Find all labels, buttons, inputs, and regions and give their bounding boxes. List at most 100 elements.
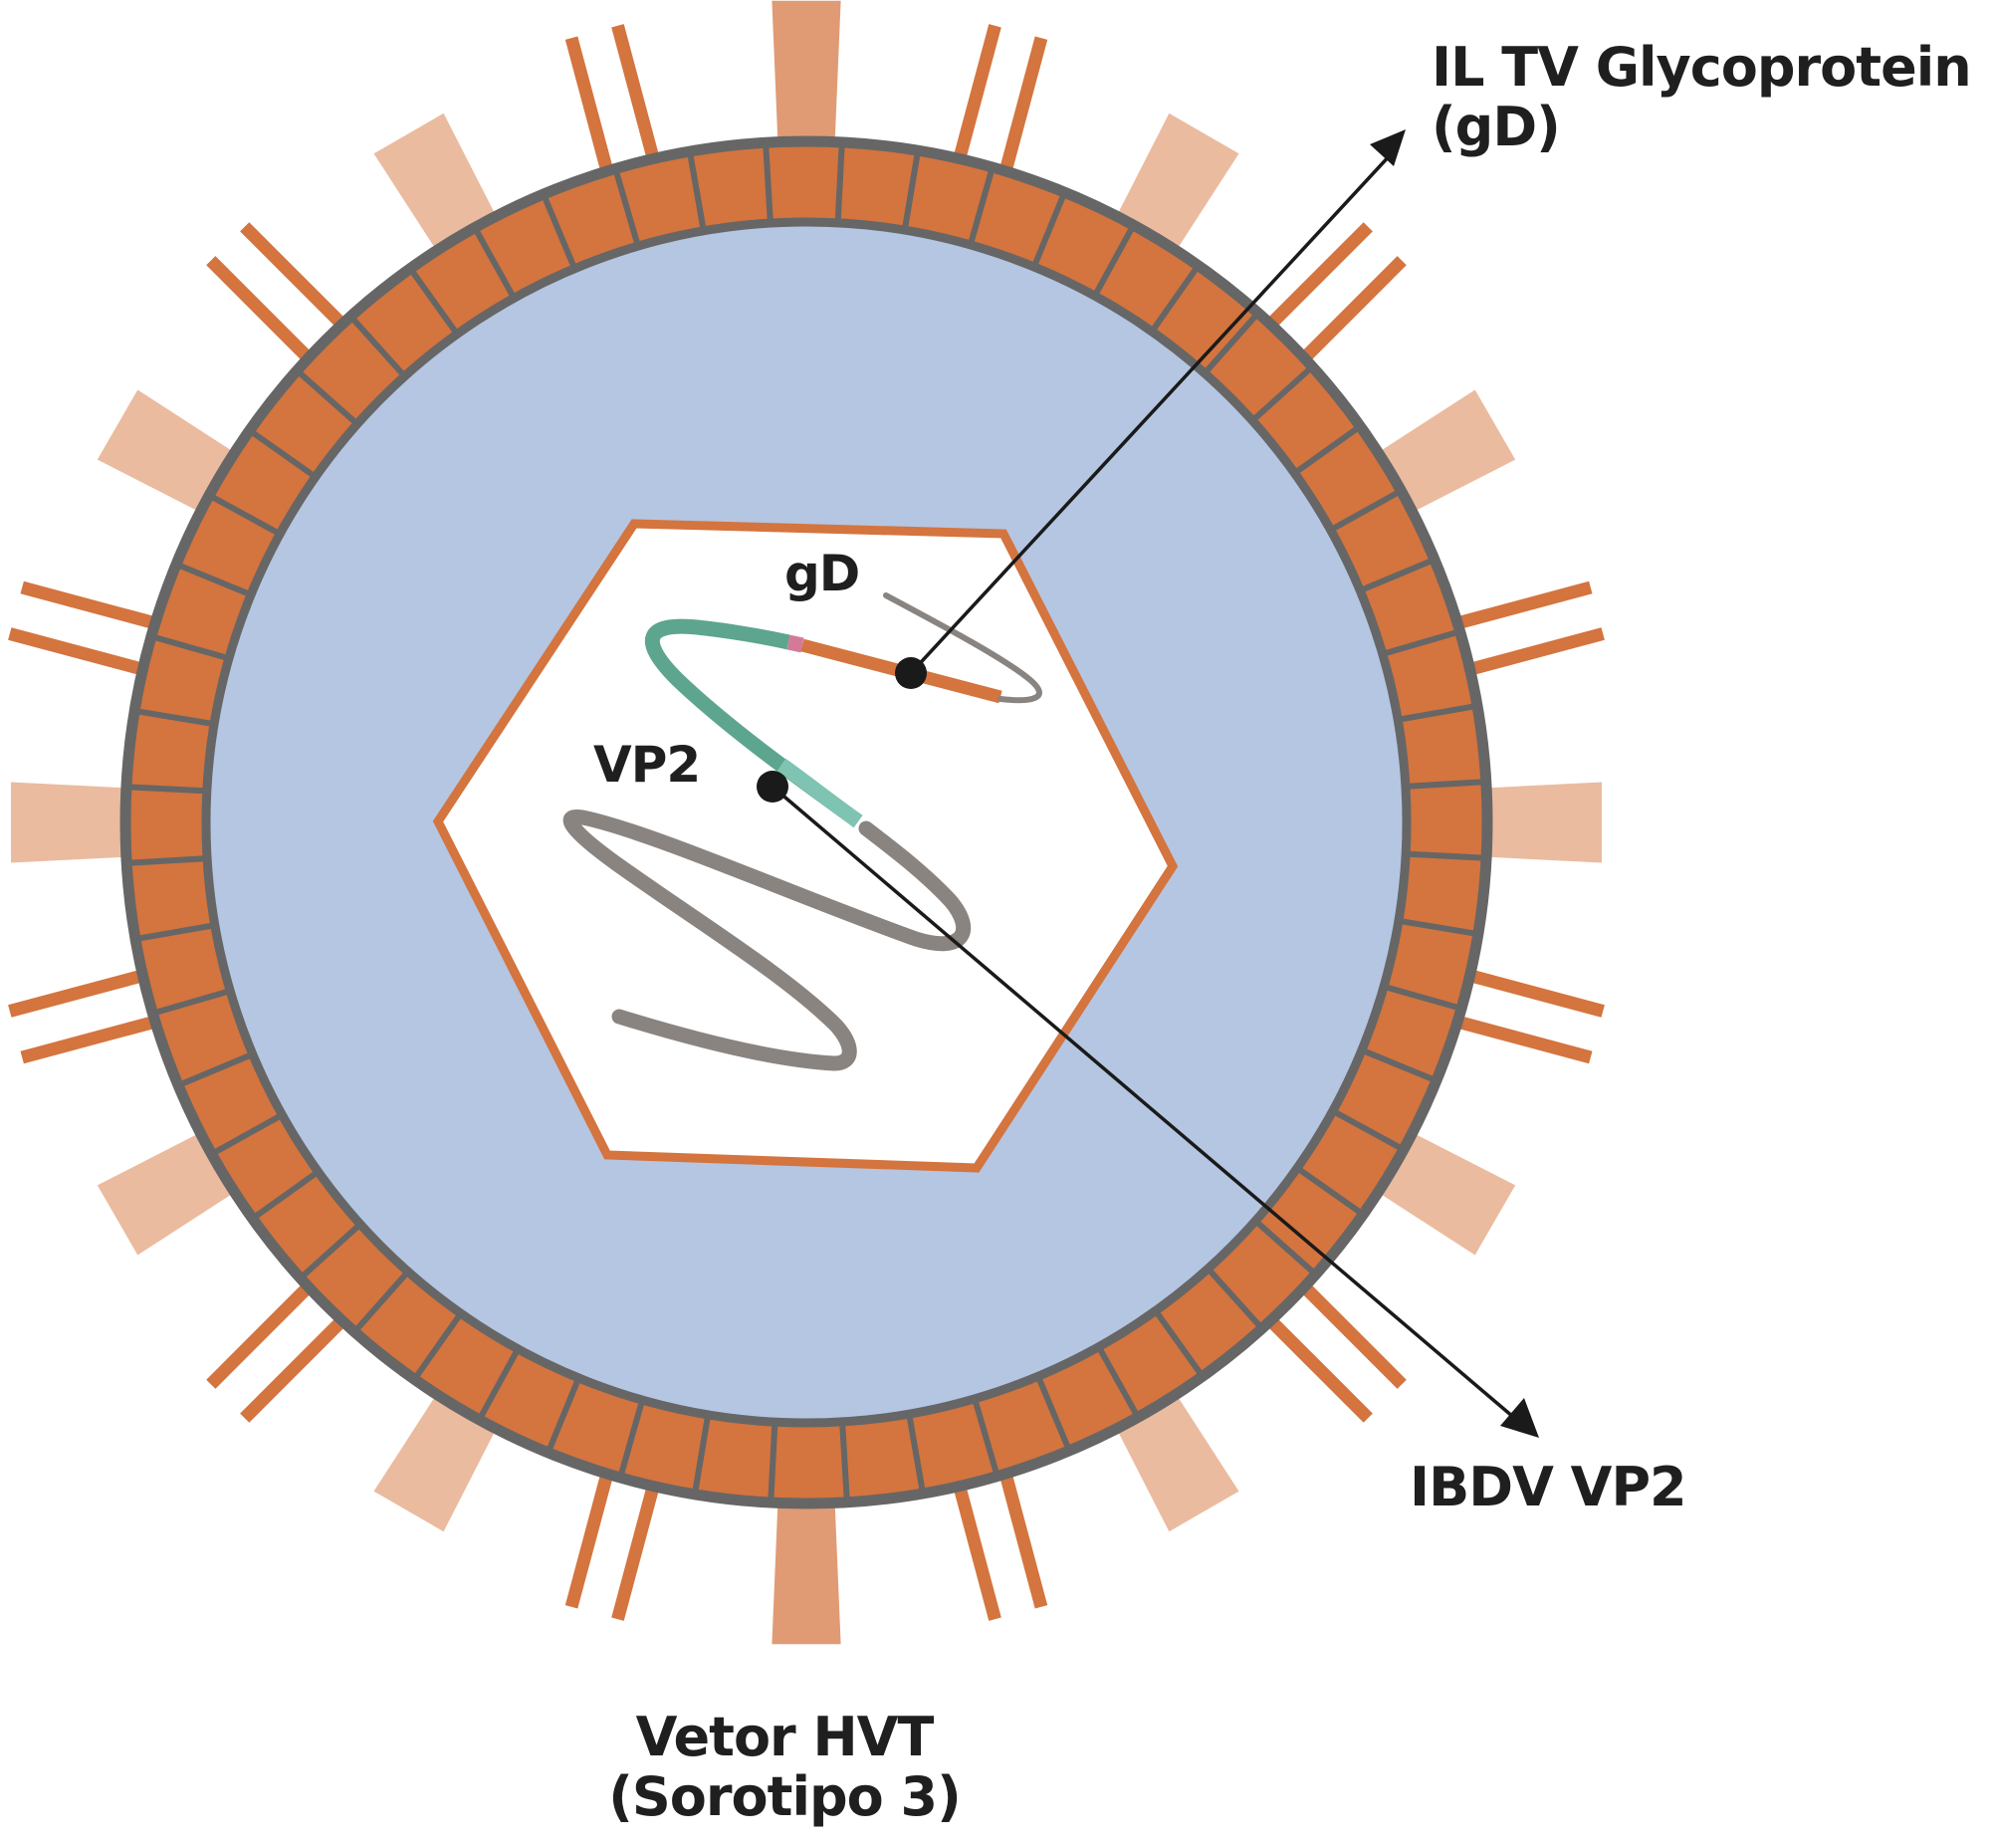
envelope-segment-line: [1092, 223, 1137, 298]
envelope-segment-line: [295, 367, 359, 427]
spike-bar: [1424, 1007, 1593, 1064]
envelope-segment-line: [541, 192, 577, 270]
spike-bar: [991, 1440, 1048, 1609]
spike-bar: [1242, 1292, 1373, 1423]
vp2-gene-highlight: [776, 758, 863, 828]
vp2-pointer: [757, 771, 1539, 1438]
envelope-segment-line: [151, 988, 232, 1017]
envelope-segment-line: [298, 1222, 362, 1280]
envelope-segments: [125, 141, 1487, 1503]
spike-bar: [944, 24, 1001, 193]
envelope-segment-line: [1383, 983, 1462, 1012]
dna-strand-upper: [883, 592, 1042, 704]
spike-bar: [8, 960, 177, 1018]
spike-bar: [20, 580, 189, 638]
envelope-segment-line: [1035, 1375, 1072, 1453]
spike-bar: [240, 1292, 370, 1423]
envelope-segment-line: [1360, 1046, 1438, 1084]
vector-line2: (Sorotipo 3): [608, 1765, 962, 1829]
envelope-segment-line: [1250, 364, 1315, 423]
gd-marker: [786, 634, 804, 653]
envelope-segment-line: [1253, 1218, 1318, 1277]
envelope-segment-line: [176, 1051, 254, 1088]
envelope-segment-line: [1359, 557, 1437, 593]
envelope-segment-line: [1329, 488, 1403, 533]
spike-bar: [1424, 580, 1593, 638]
envelope-segment-line: [250, 1169, 321, 1222]
dna-strand-lower: [562, 809, 972, 1071]
envelope-segment-line: [348, 314, 407, 378]
envelope-segment-line: [351, 1270, 411, 1334]
envelope-segment-line: [150, 633, 230, 662]
vp2-title-label: IBDV VP2: [1410, 1456, 1687, 1518]
envelope-segment-line: [834, 141, 845, 223]
envelope-segment-line: [126, 855, 208, 866]
envelope-segment-line: [174, 561, 253, 598]
envelope-segment-line: [1331, 1108, 1406, 1153]
spike-bar: [564, 36, 622, 205]
spike-bar: [611, 24, 669, 193]
envelope-segment-line: [906, 1413, 927, 1495]
envelope-segment-line: [839, 1421, 850, 1502]
envelope-segment-line: [967, 166, 996, 246]
spike-bar: [8, 627, 177, 685]
gd-title-line2: (gD): [1432, 96, 1561, 159]
envelope-segment-line: [1406, 850, 1487, 861]
spike-bar: [944, 1452, 1001, 1621]
envelope-segment-line: [476, 1347, 521, 1422]
envelope-segment-line: [545, 1376, 582, 1455]
envelope-segment-line: [686, 150, 707, 232]
viral-genome: [562, 592, 1042, 1071]
envelope-segment-line: [1292, 423, 1363, 476]
vp2-gene-label: VP2: [593, 736, 701, 794]
envelope-segment-line: [1206, 1267, 1264, 1331]
gd-gene-label: gD: [784, 545, 860, 602]
spike-bar: [1276, 256, 1407, 386]
envelope-segment-line: [1295, 1165, 1366, 1218]
spike-bar: [1436, 627, 1605, 685]
envelope-segment-line: [1153, 1308, 1206, 1379]
envelope-segment-line: [207, 492, 282, 537]
envelope-segment-line: [768, 1422, 778, 1503]
envelope-segment-line: [411, 1311, 464, 1382]
envelope-segment-line: [1398, 917, 1479, 938]
envelope-segment-line: [1397, 702, 1478, 723]
spike-bar: [206, 256, 336, 386]
envelope-segment-line: [133, 707, 215, 728]
envelope-segment-line: [1096, 1345, 1141, 1419]
spike-bar: [20, 1007, 189, 1064]
spike-bar: [1436, 960, 1605, 1018]
spike-bar: [206, 1259, 336, 1389]
spike-bar: [1242, 222, 1373, 352]
gd-pointer: [895, 129, 1406, 689]
spike-bar: [611, 1452, 669, 1621]
envelope-segment-line: [1202, 311, 1261, 375]
envelope-segment-line: [125, 784, 207, 795]
envelope-segment-line: [1149, 263, 1202, 334]
envelope-segment-line: [763, 142, 774, 224]
envelope-segment-line: [210, 1112, 284, 1157]
envelope-segment-line: [612, 167, 641, 248]
spike-bar: [1276, 1259, 1407, 1389]
envelope-segment-line: [407, 266, 460, 337]
spike-bar: [240, 222, 370, 352]
gd-title-label: IL TV Glycoprotein D (gD): [1432, 36, 1991, 159]
envelope-segment-line: [1405, 779, 1486, 790]
envelope-segment-line: [1030, 190, 1068, 269]
spike-bar: [564, 1440, 622, 1609]
vector-line1: Vetor HVT: [635, 1706, 935, 1768]
spike-bar: [991, 36, 1048, 205]
vector-label: Vetor HVT (Sorotipo 3): [546, 1706, 1023, 1829]
capsid-hexagon: [432, 519, 1179, 1173]
envelope-segment-line: [972, 1397, 1000, 1478]
envelope-segment-line: [134, 922, 216, 943]
envelope-segment-line: [691, 1414, 712, 1496]
envelope-segment-line: [901, 149, 922, 231]
envelope-segment-line: [472, 226, 517, 300]
envelope-segment-line: [247, 427, 318, 480]
envelope-segment-line: [1381, 628, 1461, 657]
gd-title-line1: IL TV Glycoprotein D: [1432, 36, 1991, 99]
envelope-segment-line: [617, 1399, 646, 1479]
